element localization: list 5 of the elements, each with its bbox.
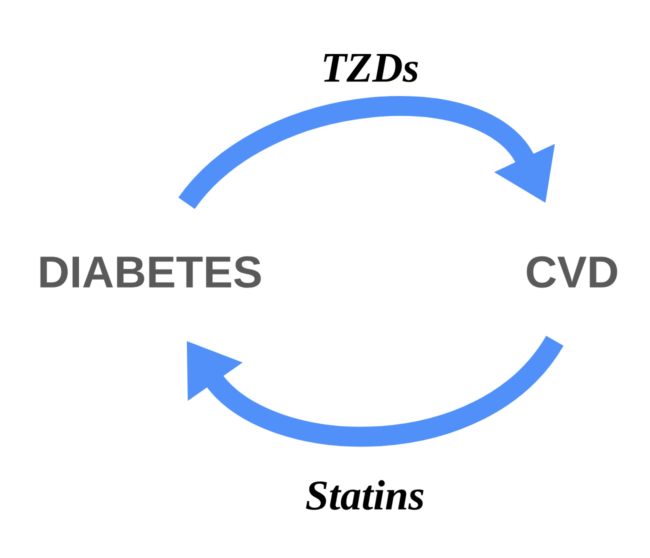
curved-arrow: [178, 96, 555, 210]
edge-label: TZDs: [324, 54, 418, 82]
edge-label: Statins: [306, 480, 424, 510]
node-label: CVD: [526, 256, 618, 288]
node-label: DIABETES: [40, 256, 261, 288]
